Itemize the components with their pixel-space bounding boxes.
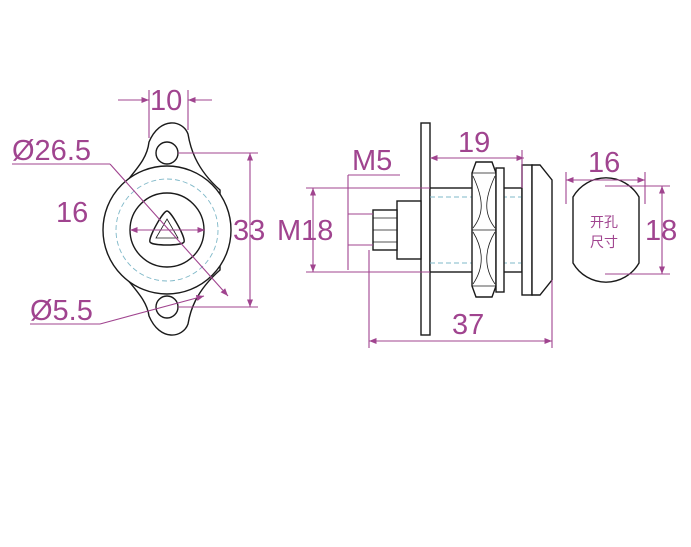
cutout-dimensions: 16 18 [565,147,677,275]
dim-thread-m18: M18 [277,215,333,247]
dim-height-33: 33 [233,215,265,247]
lock-head-base [521,164,533,296]
lock-head-dome [531,164,553,296]
side-view [372,122,553,336]
front-view [102,122,232,336]
dim-width-10: 10 [150,85,182,117]
side-dimensions: M5 M18 19 37 [277,127,553,348]
dim-thread-m5: M5 [352,145,392,177]
washer [495,167,505,293]
cutout-view: 开孔 尺寸 [572,177,640,283]
bottom-mount-hole [155,295,179,319]
cutout-label-line2: 尺寸 [590,235,618,251]
dim-cutout-18: 18 [645,215,677,247]
dim-inner-16: 16 [56,197,88,229]
dim-diameter-5-5: Ø5.5 [30,295,93,327]
dim-length-19: 19 [458,127,490,159]
dim-length-37: 37 [452,309,484,341]
dim-diameter-26-5: Ø26.5 [12,135,91,167]
hex-nut [471,161,497,298]
bolt-circle-centerline [115,178,219,282]
mounting-plate [420,122,431,336]
front-dimensions: 10 Ø26.5 16 33 Ø5.5 [12,85,265,327]
dim-cutout-16: 16 [588,147,620,179]
spindle-collar [396,200,422,260]
cutout-label-line1: 开孔 [590,215,618,231]
top-mount-hole [155,141,179,165]
triangle-key-outer [149,210,185,246]
